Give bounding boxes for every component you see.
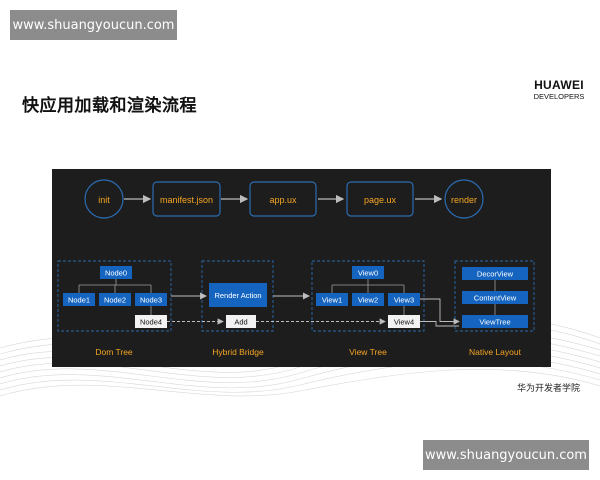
dom-node2 bbox=[99, 293, 131, 306]
view-node4-label: View4 bbox=[394, 318, 414, 327]
dom-node4 bbox=[135, 315, 167, 328]
view-node3-label: View3 bbox=[394, 296, 414, 305]
watermark-top: www.shuangyoucun.com bbox=[10, 10, 177, 40]
huawei-developers-logo: HUAWEI DEVELOPERS bbox=[526, 78, 592, 102]
view-node0-label: View0 bbox=[358, 269, 378, 278]
dom-node3-label: Node3 bbox=[140, 296, 162, 305]
render-node bbox=[444, 179, 484, 219]
logo-line2: DEVELOPERS bbox=[533, 92, 585, 101]
logo-line1: HUAWEI bbox=[534, 78, 584, 92]
view-tree-native-label: ViewTree bbox=[479, 318, 510, 327]
add-node bbox=[226, 315, 256, 328]
content-view-node bbox=[462, 291, 528, 304]
view3-to-native-arrow bbox=[420, 298, 460, 325]
dom-node0 bbox=[100, 266, 132, 279]
slide-title: 快应用加载和渲染流程 bbox=[22, 96, 197, 116]
native-layout-group bbox=[454, 260, 535, 332]
view-tree-caption: View Tree bbox=[349, 347, 387, 357]
view-node4 bbox=[388, 315, 420, 328]
render-action-label: Render Action bbox=[214, 291, 261, 300]
render-action-node bbox=[209, 283, 267, 307]
view-node3 bbox=[388, 293, 420, 306]
init-label: init bbox=[98, 195, 110, 205]
manifest-label: manifest.json bbox=[160, 195, 213, 205]
view-node2 bbox=[352, 293, 384, 306]
page-ux-label: page.ux bbox=[364, 195, 397, 205]
dom-node4-label: Node4 bbox=[140, 318, 162, 327]
view-tree-group bbox=[311, 260, 425, 332]
dom-node1 bbox=[63, 293, 95, 306]
view-node2-label: View2 bbox=[358, 296, 378, 305]
view4-to-native-line bbox=[420, 321, 459, 327]
dom-node3 bbox=[135, 293, 167, 306]
view-node1 bbox=[316, 293, 348, 306]
view-tree-native-node bbox=[462, 315, 528, 328]
view-node1-label: View1 bbox=[322, 296, 342, 305]
view-node0 bbox=[352, 266, 384, 279]
render-label: render bbox=[451, 195, 477, 205]
content-view-label: ContentView bbox=[474, 294, 517, 303]
native-layout-caption: Native Layout bbox=[469, 347, 522, 357]
dom-node1-label: Node1 bbox=[68, 296, 90, 305]
add-label: Add bbox=[234, 318, 247, 327]
init-node bbox=[84, 179, 124, 219]
dom-node2-label: Node2 bbox=[104, 296, 126, 305]
decor-view-node bbox=[462, 267, 528, 280]
flow-diagram: init manifest.json app.ux page.ux render… bbox=[57, 179, 535, 357]
hybrid-bridge-caption: Hybrid Bridge bbox=[212, 347, 264, 357]
dom-tree-caption: Dom Tree bbox=[95, 347, 133, 357]
watermark-bottom: www.shuangyoucun.com bbox=[423, 440, 589, 470]
dom-node0-label: Node0 bbox=[105, 269, 127, 278]
page-ux-node bbox=[346, 181, 414, 217]
manifest-node bbox=[152, 181, 221, 217]
app-ux-label: app.ux bbox=[269, 195, 297, 205]
app-ux-node bbox=[249, 181, 317, 217]
footer-text: 华为开发者学院 bbox=[517, 384, 581, 394]
decor-view-label: DecorView bbox=[477, 270, 514, 279]
diagram-panel: init manifest.json app.ux page.ux render… bbox=[52, 169, 551, 367]
